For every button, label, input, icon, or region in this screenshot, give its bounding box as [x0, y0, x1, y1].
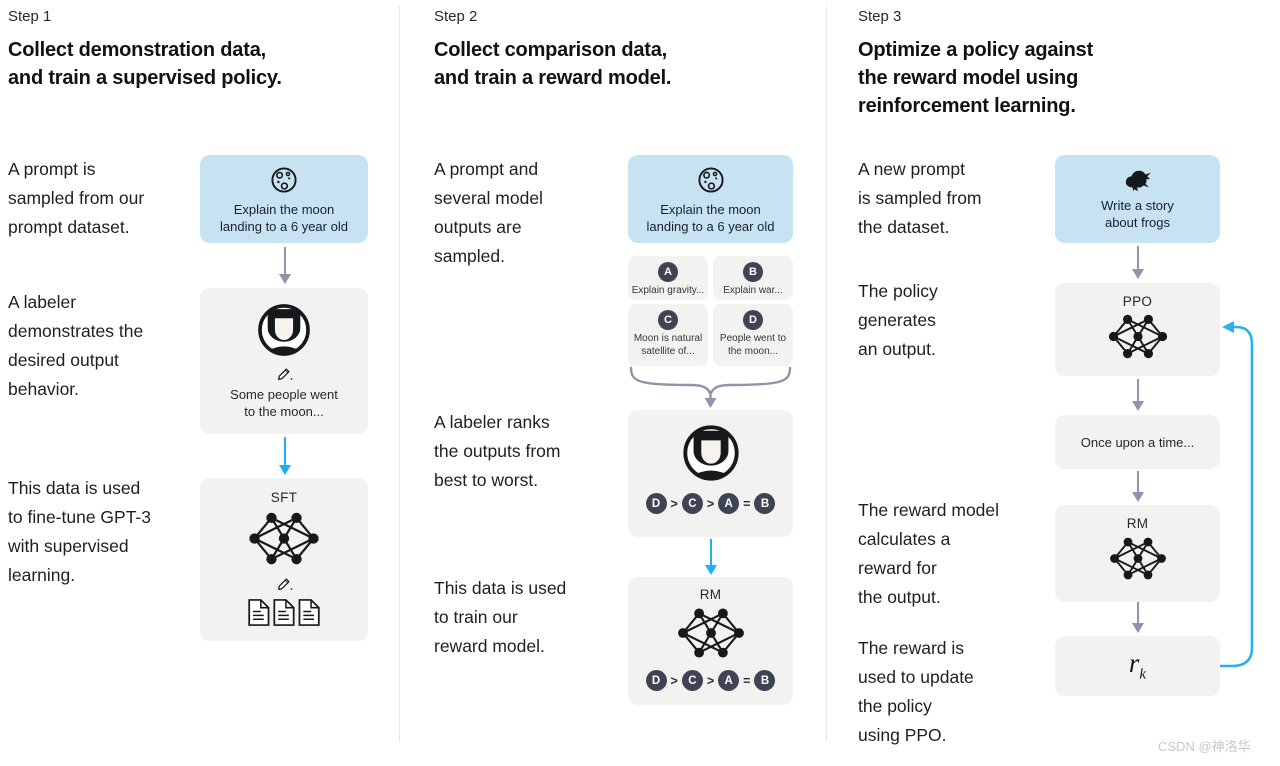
labeler-avatar-icon — [680, 422, 742, 484]
column-divider — [826, 6, 827, 742]
step-1-label: Step 1 — [8, 8, 52, 25]
down-arrow — [278, 247, 291, 284]
down-arrow-blue — [278, 437, 291, 475]
letter-badge: B — [743, 262, 763, 282]
down-arrow — [1131, 379, 1144, 411]
labeler-avatar-icon — [255, 301, 313, 359]
step-1-title: Collect demonstration data,and train a s… — [8, 39, 282, 89]
neural-network-icon — [676, 605, 746, 661]
frog-icon — [1123, 168, 1153, 192]
output-text: Explain gravity... — [631, 285, 705, 296]
feedback-loop-arrow — [1220, 318, 1266, 674]
pencil-icon — [275, 364, 294, 383]
column-divider — [399, 6, 400, 742]
ppo-label: PPO — [1122, 294, 1153, 309]
rm-label: RM — [1126, 516, 1149, 531]
brace-connector — [628, 366, 793, 410]
step-2-title: Collect comparison data,and train a rewa… — [434, 39, 672, 89]
down-arrow-blue — [704, 539, 717, 575]
documents-icon — [247, 598, 321, 627]
neural-network-icon — [247, 509, 321, 568]
step-2-column: Step 2 Collect comparison data,and train… — [400, 0, 827, 766]
rm-label: RM — [699, 587, 722, 602]
neural-network-icon — [1107, 312, 1169, 361]
rm-model-box: RM — [1055, 505, 1220, 602]
output-text: Explain war... — [723, 285, 783, 296]
moon-icon — [695, 164, 727, 196]
pencil-icon — [275, 574, 294, 593]
step-2-label: Step 2 — [434, 8, 478, 25]
moon-icon — [268, 164, 300, 196]
generated-output-box: Once upon a time... — [1055, 415, 1220, 469]
letter-badge: C — [658, 310, 678, 330]
watermark: CSDN @神洛华 — [1158, 739, 1251, 754]
output-option-a: A Explain gravity... — [628, 256, 708, 300]
letter-badge: D — [743, 310, 763, 330]
down-arrow — [1131, 246, 1144, 279]
rm-model-box: RM D>C>A=B — [628, 577, 793, 705]
reward-value-box: rk — [1055, 636, 1220, 696]
generated-output-text: Once upon a time... — [1080, 434, 1195, 450]
neural-network-icon — [1108, 535, 1168, 582]
labeler-ranking-box: D>C>A=B — [628, 410, 793, 537]
letter-badge: A — [658, 262, 678, 282]
sft-label: SFT — [270, 490, 298, 505]
ranking-row: D>C>A=B — [645, 493, 776, 514]
step-1-column: Step 1 Collect demonstration data,and tr… — [0, 0, 400, 766]
reward-value: rk — [1128, 648, 1147, 683]
ranking-row: D>C>A=B — [645, 670, 776, 691]
down-arrow — [1131, 602, 1144, 633]
ppo-policy-box: PPO — [1055, 283, 1220, 376]
step-3-label: Step 3 — [858, 8, 902, 25]
sft-model-box: SFT — [200, 478, 368, 641]
down-arrow — [1131, 471, 1144, 502]
output-option-b: B Explain war... — [713, 256, 793, 300]
